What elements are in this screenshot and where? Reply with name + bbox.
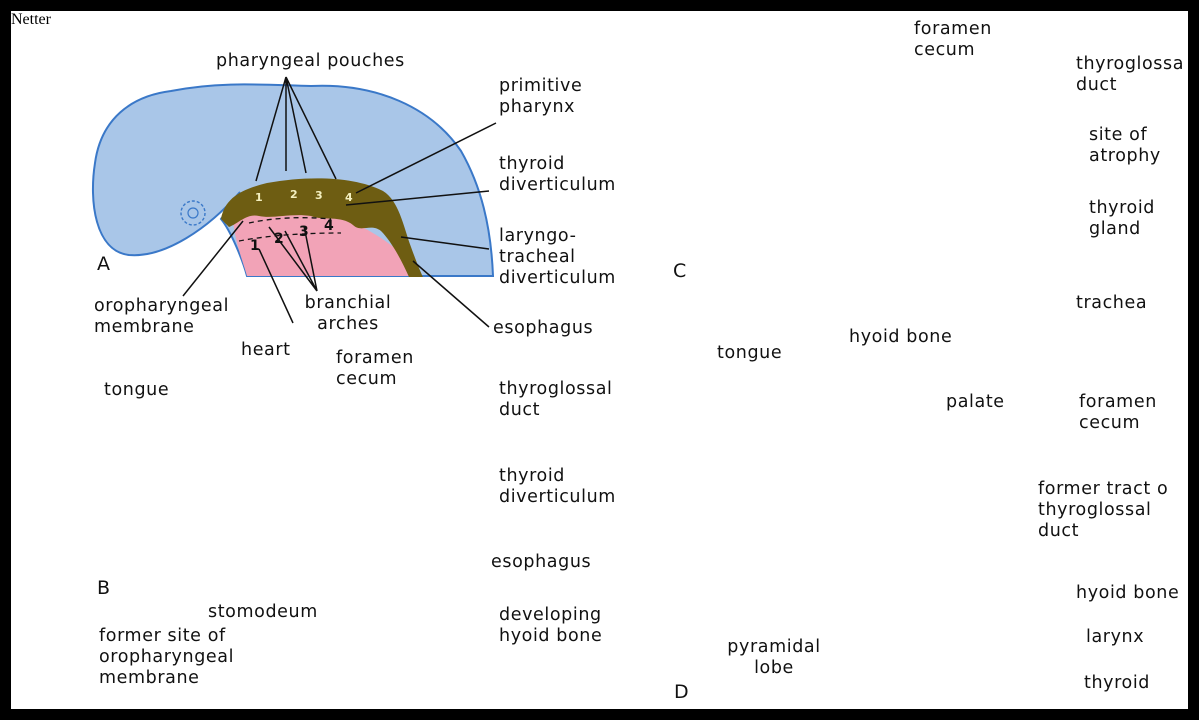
label-developing-hyoid-bone: developing hyoid bone: [499, 605, 602, 647]
pouch-number: 2: [290, 188, 298, 201]
label-oropharyngeal-membrane: oropharyngeal membrane: [94, 296, 229, 338]
panel-a-drawing: 1 2 3 4 1 2 3 4: [93, 77, 496, 327]
label-hyoid-bone-d: hyoid bone: [1076, 583, 1179, 604]
label-thyroid-diverticulum-b: thyroid diverticulum: [499, 466, 616, 508]
label-palate: palate: [946, 392, 1005, 413]
label-esophagus-a: esophagus: [493, 318, 593, 339]
pouch-number: 4: [345, 191, 353, 204]
label-thyroglossal-duct-c: thyroglossa duct: [1076, 54, 1184, 96]
panel-d-letter: D: [674, 682, 689, 703]
label-thyroid-d: thyroid: [1084, 673, 1150, 694]
pouch-number: 3: [315, 189, 323, 202]
figure-frame: 1 2 3 4 1 2 3 4: [11, 11, 1188, 709]
label-hyoid-bone-c: hyoid bone: [849, 327, 952, 348]
label-pharyngeal-pouches: pharyngeal pouches: [216, 51, 405, 72]
label-former-site-of-oropharyngeal-membrane: former site of oropharyngeal membrane: [99, 626, 234, 689]
label-pyramidal-lobe: pyramidal lobe: [709, 637, 839, 679]
label-thyroid-gland: thyroid gland: [1089, 198, 1155, 240]
label-larynx: larynx: [1086, 627, 1144, 648]
label-foramen-cecum-c: foramen cecum: [914, 19, 992, 61]
label-site-of-atrophy: site of atrophy: [1089, 125, 1161, 167]
label-tongue-b: tongue: [104, 380, 169, 401]
label-tongue-c: tongue: [717, 343, 782, 364]
label-primitive-pharynx: primitive pharynx: [499, 76, 582, 118]
label-thyroid-diverticulum-a: thyroid diverticulum: [499, 154, 616, 196]
arch-number: 4: [324, 218, 334, 234]
label-thyroglossal-duct-b: thyroglossal duct: [499, 379, 613, 421]
label-esophagus-b: esophagus: [491, 552, 591, 573]
label-foramen-cecum-d: foramen cecum: [1079, 392, 1157, 434]
label-stomodeum: stomodeum: [208, 602, 318, 623]
label-foramen-cecum-b: foramen cecum: [336, 348, 414, 390]
panel-b-letter: B: [97, 578, 110, 599]
label-former-tract-of-thyroglossal-duct: former tract o thyroglossal duct: [1038, 479, 1168, 542]
pouch-number: 1: [255, 191, 263, 204]
panel-c-letter: C: [673, 261, 686, 282]
arch-number: 1: [250, 238, 260, 254]
label-trachea: trachea: [1076, 293, 1147, 314]
label-heart: heart: [241, 340, 291, 361]
panel-a-letter: A: [97, 254, 110, 275]
label-laryngotracheal-diverticulum: laryngo- tracheal diverticulum: [499, 226, 616, 289]
label-branchial-arches: branchial arches: [293, 293, 403, 335]
